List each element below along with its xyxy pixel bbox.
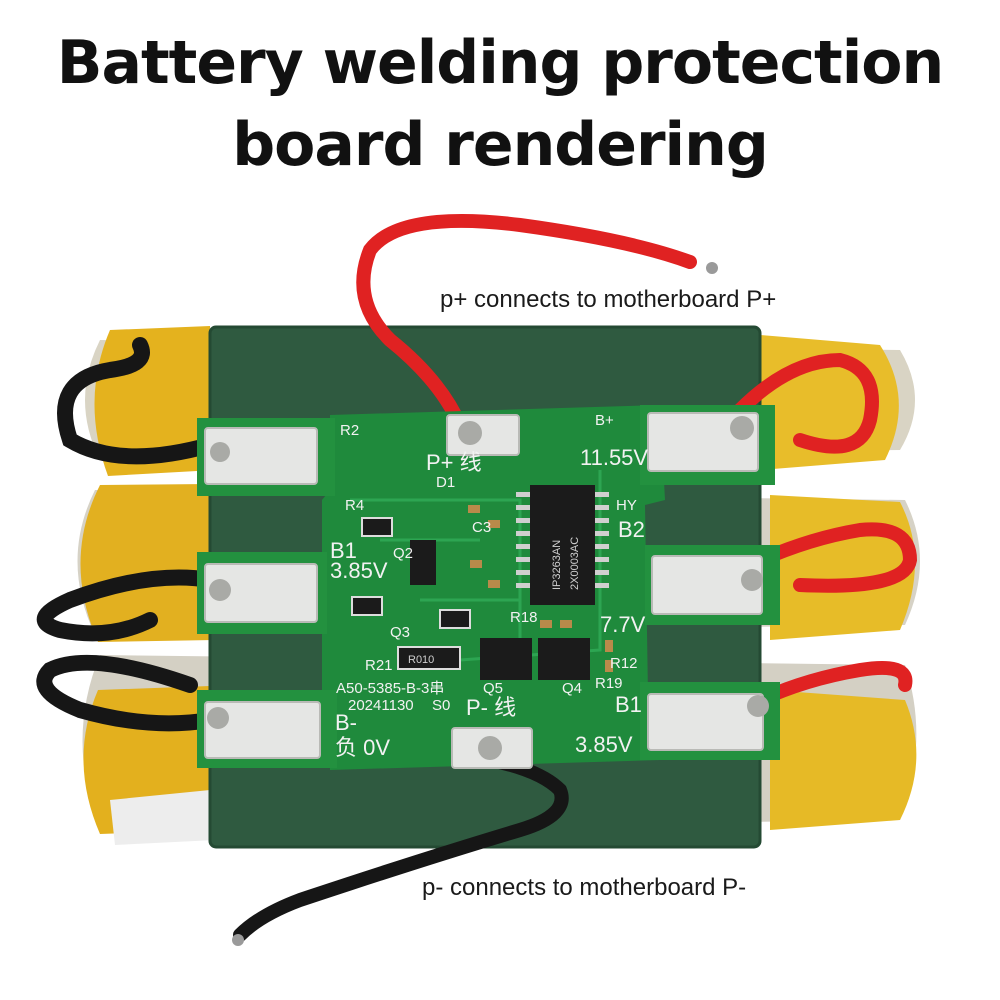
silk-r21: R21 <box>365 657 393 674</box>
silk-r2: R2 <box>340 422 359 439</box>
silk-b2: B2 <box>618 517 645 542</box>
silk-q4: Q4 <box>562 680 582 697</box>
sense-resistor-label: R010 <box>408 654 434 666</box>
red-wire-tip <box>706 262 718 274</box>
silk-r12: R12 <box>610 655 638 672</box>
silk-b1-left: B1 <box>330 538 357 563</box>
silkscreen: R2 R4 R21 Q2 Q3 Q4 Q5 C3 D1 R18 R12 R19 … <box>330 412 648 760</box>
silk-b1-right: B1 <box>615 692 642 717</box>
silk-date: 20241130 <box>348 697 414 714</box>
callout-p-plus: p+ connects to motherboard P+ <box>440 286 777 313</box>
ic-chip: IP3263AN 2X0003AC <box>516 485 609 605</box>
silk-v-left: 3.85V <box>330 558 388 583</box>
silk-r4: R4 <box>345 497 364 514</box>
chip-code: 2X0003AC <box>569 537 581 590</box>
silk-q3: Q3 <box>390 624 410 641</box>
solder-joints <box>207 416 769 760</box>
silk-q2: Q2 <box>393 545 413 562</box>
red-wires <box>356 213 918 712</box>
silk-v-zero: 负 0V <box>335 735 390 760</box>
silk-b-plus: B+ <box>595 412 614 429</box>
silk-r18: R18 <box>510 609 538 626</box>
chip-marking: IP3263AN <box>551 540 563 590</box>
silk-p-minus: P- 线 <box>466 695 516 720</box>
callout-p-minus: p- connects to motherboard P- <box>422 874 747 901</box>
silk-v-right: 3.85V <box>575 732 633 757</box>
passive-components: R010 <box>351 505 613 672</box>
title-line-2: board rendering <box>232 110 769 180</box>
silk-q5: Q5 <box>483 680 503 697</box>
silk-hy: HY <box>616 497 637 514</box>
black-wire-tip <box>232 934 244 946</box>
silk-model: A50-5385-B-3串 <box>336 680 444 697</box>
silk-v-mid: 7.7V <box>600 612 646 637</box>
black-wires <box>36 337 569 942</box>
silk-p-plus: P+ 线 <box>426 450 482 475</box>
title-line-1: Battery welding protection <box>56 28 945 98</box>
silk-r19: R19 <box>595 675 623 692</box>
silk-b-minus: B- <box>335 710 357 735</box>
silk-s0: S0 <box>432 697 450 714</box>
mosfets <box>410 540 590 680</box>
silk-c3: C3 <box>472 519 491 536</box>
silk-d1: D1 <box>436 474 455 491</box>
silk-v-top: 11.55V <box>580 445 648 470</box>
